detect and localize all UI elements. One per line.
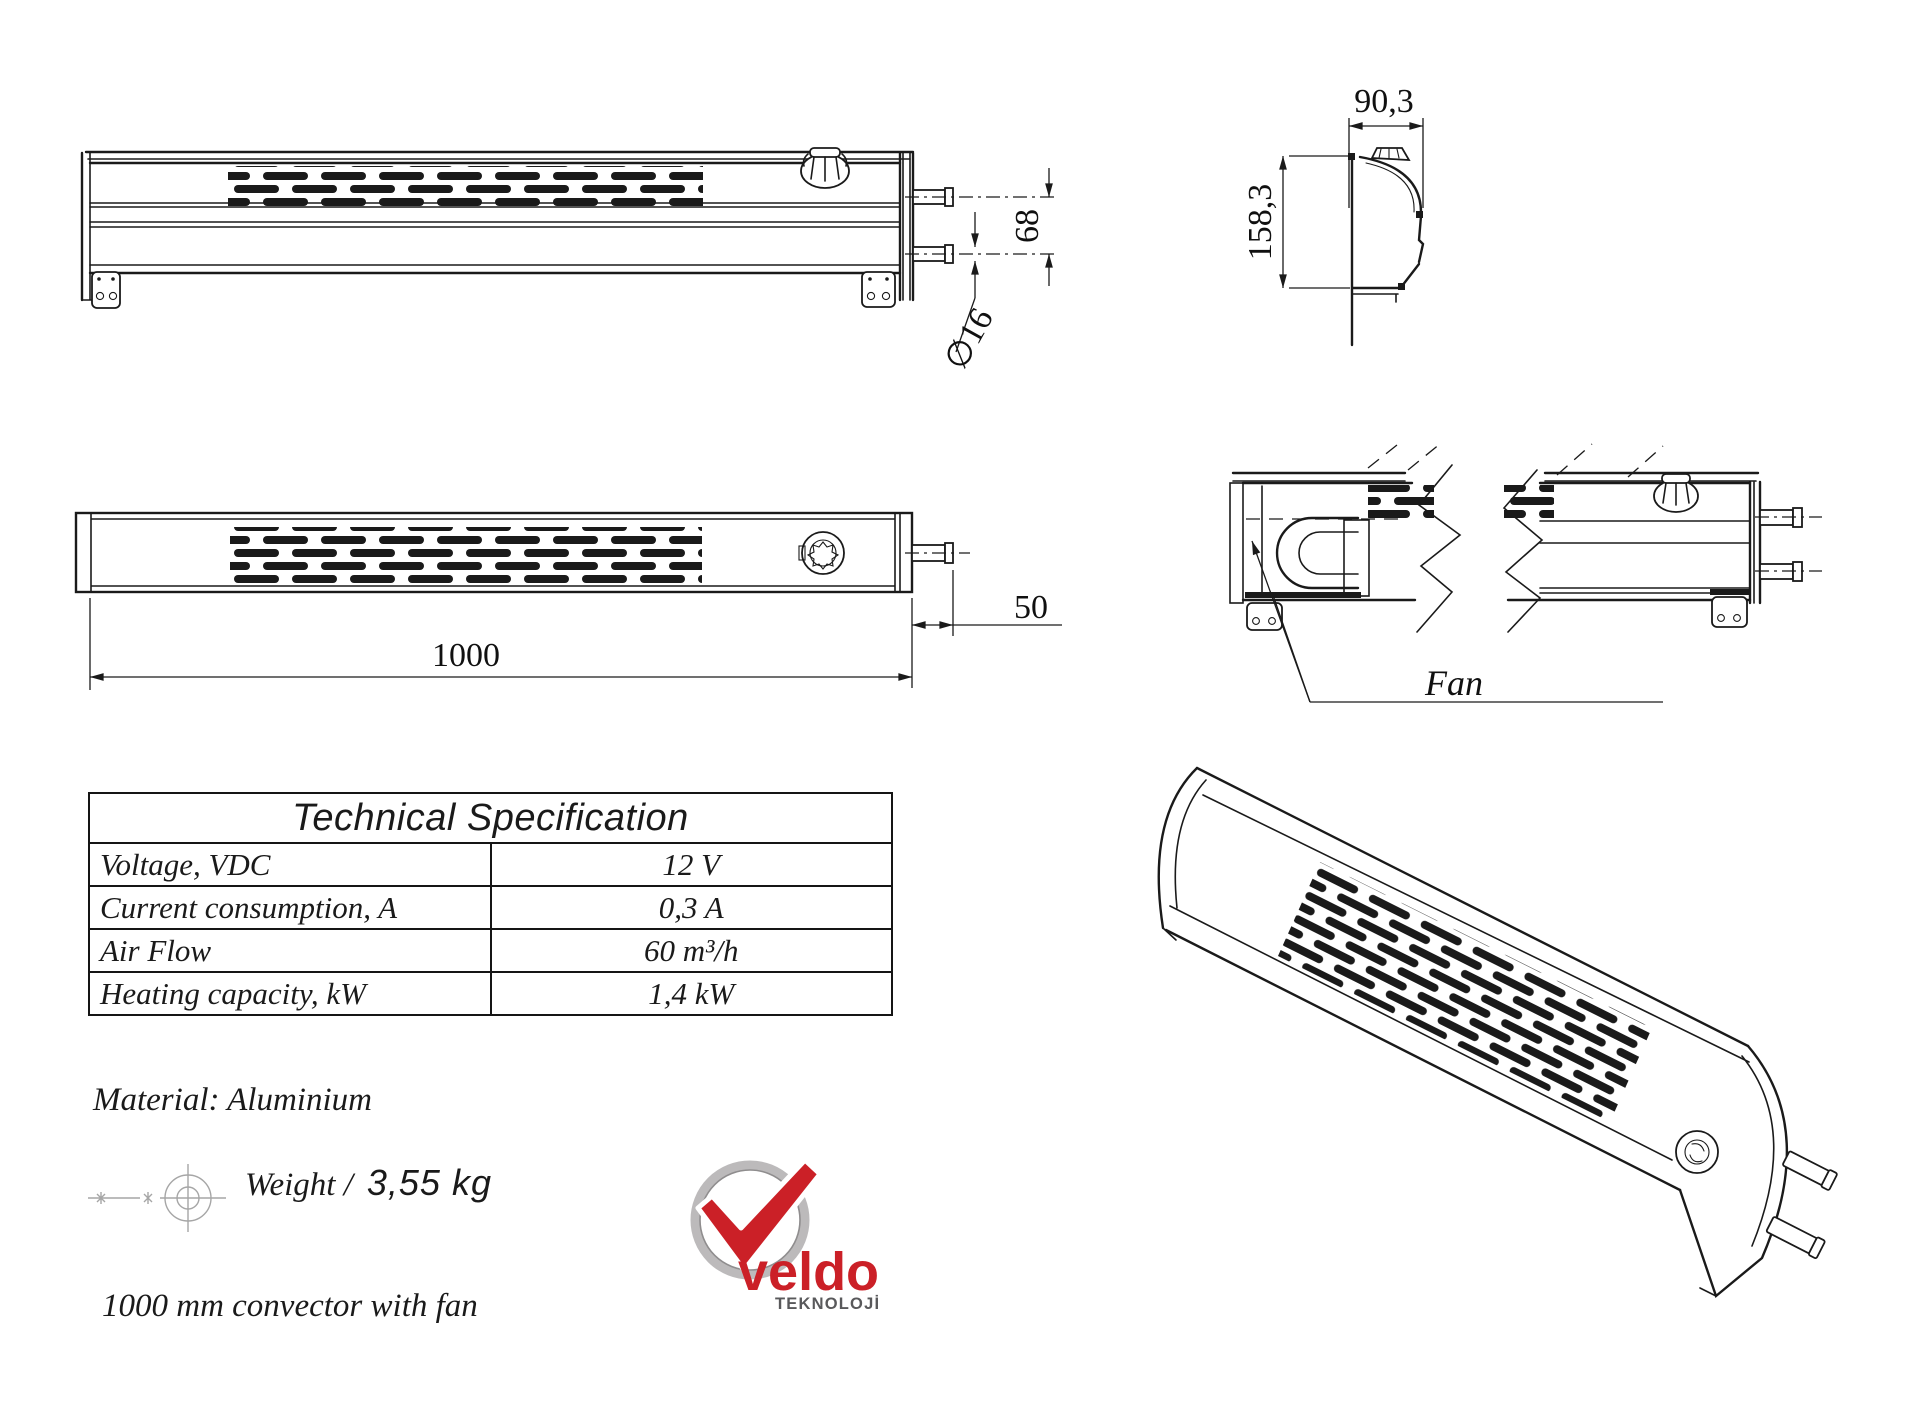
top-view: 50 1000 — [74, 511, 1062, 690]
material-note: Material: Aluminium — [93, 1082, 372, 1118]
drawing-caption: 1000 mm convector with fan — [102, 1288, 478, 1324]
dim-pipe-protrusion: 50 — [1014, 589, 1048, 626]
spec-value: 1,4 kW — [489, 971, 893, 1016]
vent-cap — [1653, 473, 1699, 513]
veldo-logo: veldo TEKNOLOJİ — [662, 1146, 927, 1336]
dim-length: 1000 — [432, 637, 500, 674]
logo-subtitle: TEKNOLOJİ — [775, 1295, 880, 1313]
pipe-stub — [1755, 507, 1822, 582]
fan-housing — [1275, 516, 1370, 597]
dim-pipe-spacing: 68 — [1009, 209, 1046, 243]
fan-cap — [798, 531, 845, 575]
iso-grille — [1278, 862, 1652, 1122]
spec-table-title: Technical Specification — [88, 792, 893, 844]
table-row: Current consumption, A 0,3 A — [88, 885, 893, 930]
spec-value: 12 V — [489, 842, 893, 887]
table-row: Air Flow 60 m³/h — [88, 928, 893, 973]
vent-cap — [800, 147, 850, 189]
top-grille — [230, 527, 702, 558]
top-grille — [230, 561, 702, 585]
logo-check-icon — [695, 1157, 823, 1273]
end-view: 90,3 158,3 — [1242, 83, 1425, 347]
spec-label: Heating capacity, kW — [88, 971, 492, 1016]
side-grille — [228, 166, 703, 207]
datum-symbol — [88, 1164, 226, 1232]
side-view: 68 ∅16 — [80, 147, 1058, 376]
spec-label: Voltage, VDC — [88, 842, 492, 887]
table-row: Heating capacity, kW 1,4 kW — [88, 971, 893, 1016]
weight-label: Weight / — [245, 1167, 353, 1203]
logo-brand: veldo — [738, 1242, 879, 1302]
dim-depth: 90,3 — [1354, 83, 1414, 120]
dim-height: 158,3 — [1242, 184, 1279, 261]
spec-table: Technical Specification Voltage, VDC 12 … — [88, 792, 893, 1016]
spec-label: Air Flow — [88, 928, 492, 973]
table-row: Voltage, VDC 12 V — [88, 842, 893, 887]
section-view: Fan — [1229, 440, 1822, 703]
spec-value: 0,3 A — [489, 885, 893, 930]
weight-value: 3,55 kg — [366, 1162, 492, 1203]
pipe-stub — [905, 542, 970, 564]
pipe-stub — [1782, 1150, 1838, 1191]
mounting-bracket — [861, 271, 896, 308]
isometric-view — [1157, 766, 1838, 1299]
mounting-bracket — [91, 271, 121, 309]
clip-detail — [1370, 147, 1411, 161]
mounting-bracket — [1246, 602, 1283, 631]
fan-cap — [1675, 1130, 1719, 1174]
weight-note: Weight / 3,55 kg — [245, 1162, 492, 1204]
dim-pipe-diameter: ∅16 — [938, 302, 1001, 376]
pipe-stub — [1765, 1216, 1826, 1259]
spec-label: Current consumption, A — [88, 885, 492, 930]
spec-value: 60 m³/h — [489, 928, 893, 973]
pipe-stub — [905, 187, 1058, 264]
fan-label: Fan — [1424, 663, 1483, 703]
logo-ring-icon — [690, 1160, 810, 1283]
mounting-bracket — [1711, 596, 1748, 628]
